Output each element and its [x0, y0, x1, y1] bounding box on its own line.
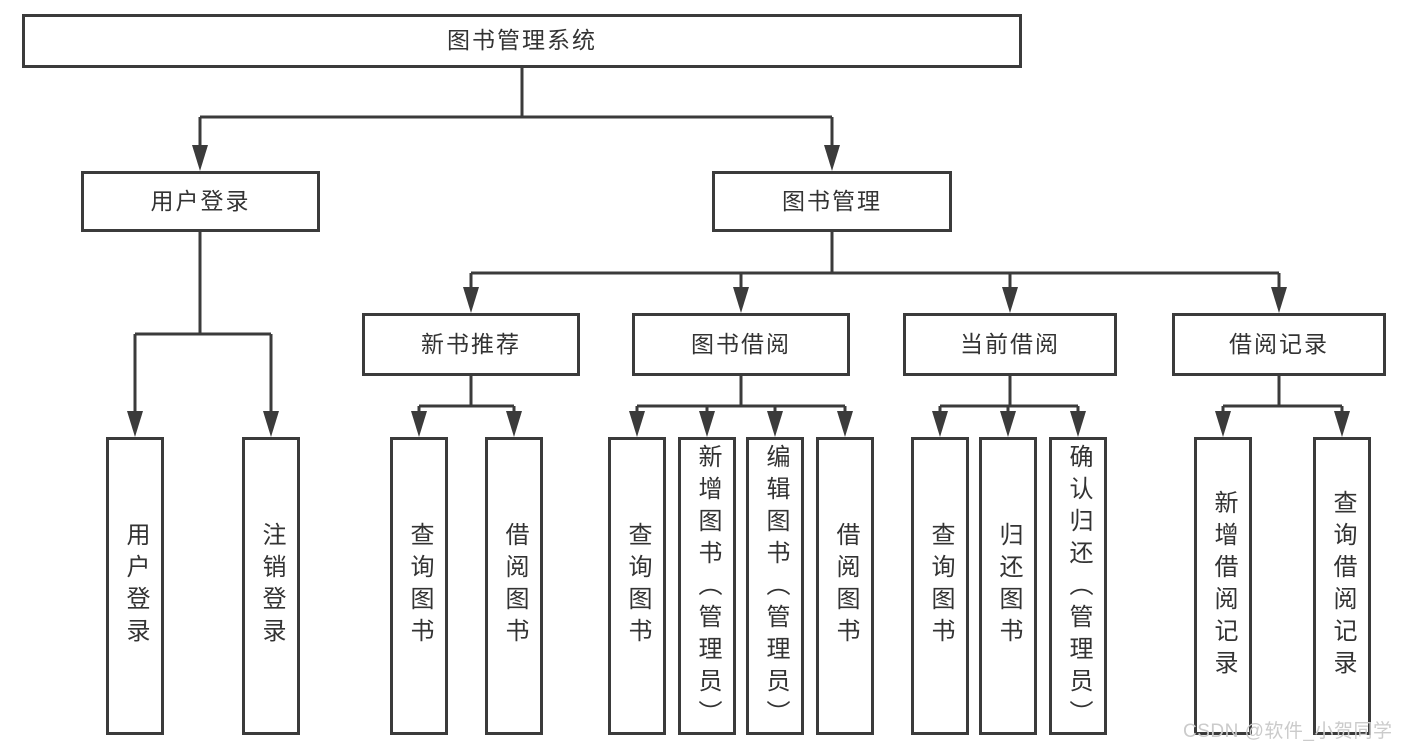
node-query-borrow-record: 查询借阅记录: [1313, 437, 1371, 735]
node-confirm-return-admin: 确认归还（管理员）: [1049, 437, 1107, 735]
node-current-borrowing: 当前借阅: [903, 313, 1117, 376]
node-edit-book-admin: 编辑图书（管理员）: [746, 437, 804, 735]
node-logout-leaf: 注销登录: [242, 437, 300, 735]
node-root-system: 图书管理系统: [22, 14, 1022, 68]
node-add-borrow-record: 新增借阅记录: [1194, 437, 1252, 735]
node-book-borrowing: 图书借阅: [632, 313, 850, 376]
arrowheads: [127, 145, 1350, 437]
node-add-book-admin: 新增图书（管理员）: [678, 437, 736, 735]
node-user-login: 用户登录: [81, 171, 320, 232]
node-book-management: 图书管理: [712, 171, 952, 232]
node-user-login-leaf: 用户登录: [106, 437, 164, 735]
node-query-books-current: 查询图书: [911, 437, 969, 735]
node-query-books-recommend: 查询图书: [390, 437, 448, 735]
node-borrowing-records: 借阅记录: [1172, 313, 1386, 376]
node-query-books-borrowing: 查询图书: [608, 437, 666, 735]
csdn-watermark: CSDN @软件_小贺同学: [1183, 721, 1393, 742]
node-new-book-recommendation: 新书推荐: [362, 313, 580, 376]
node-borrow-books-recommend: 借阅图书: [485, 437, 543, 735]
node-borrow-books-leaf: 借阅图书: [816, 437, 874, 735]
node-return-books: 归还图书: [979, 437, 1037, 735]
